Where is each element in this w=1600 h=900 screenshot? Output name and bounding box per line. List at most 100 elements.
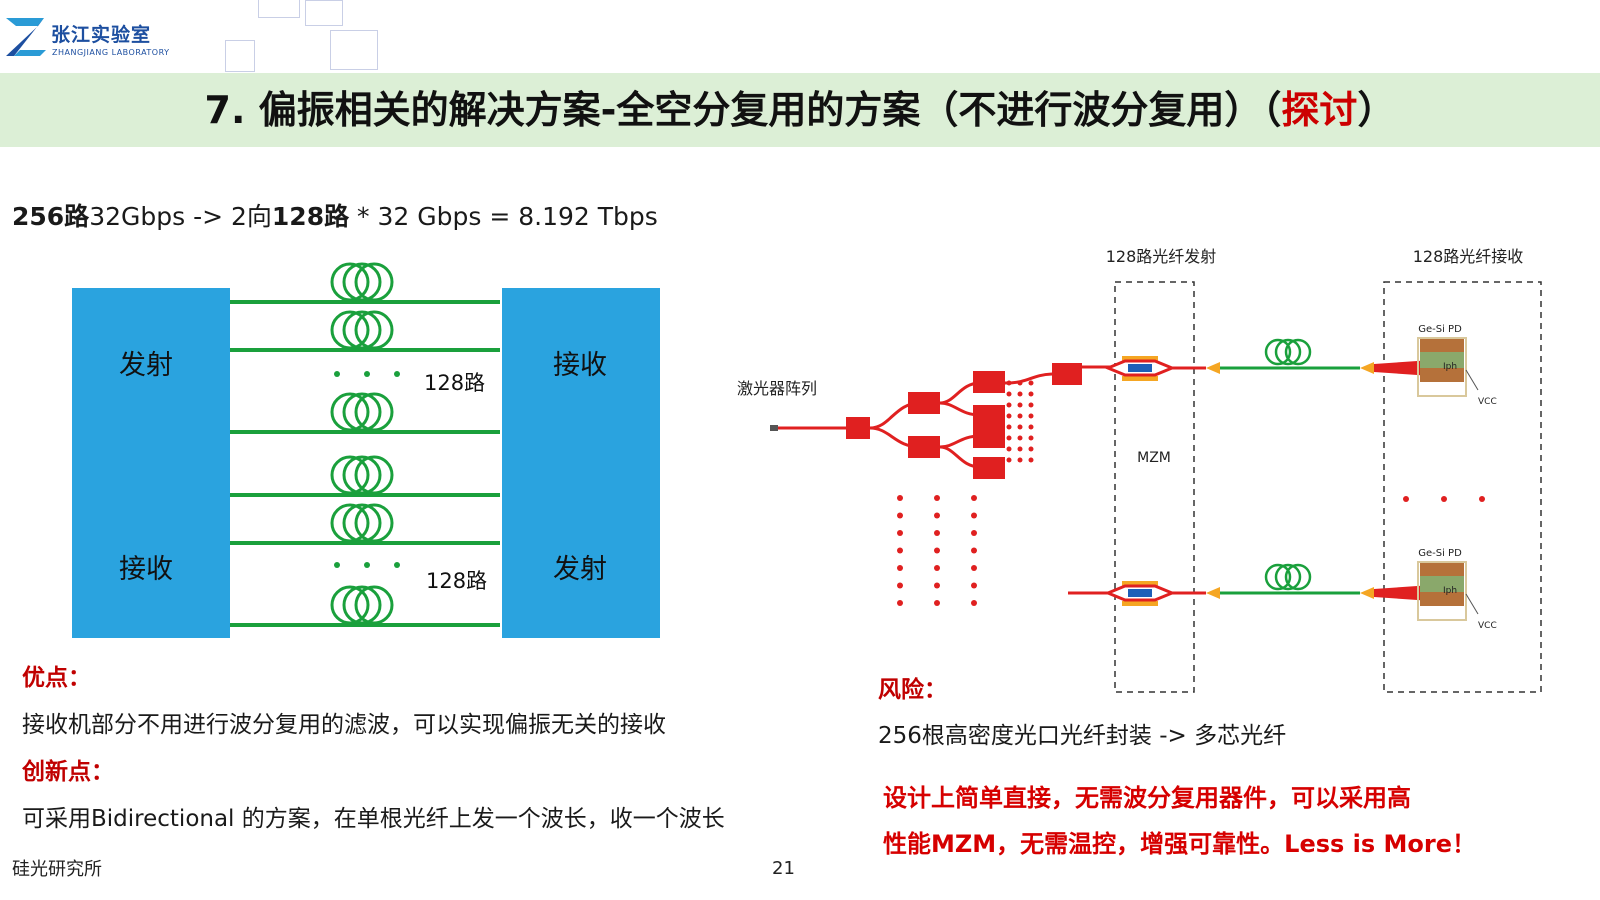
channel-dot — [934, 565, 940, 571]
footer-org: 硅光研究所 — [12, 859, 102, 880]
photodiode-bottom: Ge-Si PD Iph VCC — [1417, 548, 1497, 631]
channel-dot — [897, 600, 903, 606]
signal-dot — [1006, 402, 1012, 408]
channel-dot — [897, 565, 903, 571]
channel-dot — [971, 512, 977, 519]
signal-dot — [1028, 435, 1034, 441]
channel-dot — [897, 530, 903, 536]
channel-dot — [934, 547, 940, 554]
left-diagram: 发射 接收 接收 发射 128路 128路 — [72, 262, 660, 638]
signal-dot — [1028, 380, 1034, 386]
svg-text:Iph: Iph — [1443, 362, 1457, 372]
page-number: 21 — [772, 858, 795, 879]
channel-dot — [971, 530, 977, 536]
decor-square — [330, 30, 378, 70]
signal-dot — [1017, 402, 1023, 408]
page-title: 7. 偏振相关的解决方案-全空分复用的方案（不进行波分复用）（探讨） — [204, 88, 1396, 132]
logo-icon — [6, 18, 46, 56]
channel-dot — [971, 547, 977, 554]
tx-rx-block-right — [502, 288, 660, 638]
rx-fiber-label: 128路光纤接收 — [1413, 247, 1524, 266]
mzm-label: MZM — [1137, 450, 1171, 466]
signal-dot — [1017, 380, 1023, 386]
output-dot-grid — [1006, 380, 1034, 463]
conclusion-line-2: 性能MZM，无需温控，增强可靠性。Less is More！ — [883, 830, 1477, 858]
decor-square — [225, 40, 255, 72]
logo-subtitle: ZHANGJIANG LABORATORY — [52, 48, 170, 57]
pd-label-top: Ge-Si PD — [1418, 324, 1462, 335]
channel-dot — [934, 582, 940, 589]
right-diagram: 128路光纤发射 128路光纤接收 MZM 激光器阵列 — [737, 247, 1542, 693]
signal-dot — [1006, 380, 1012, 386]
splitter-chips — [846, 363, 1082, 479]
innovation-heading: 创新点： — [22, 759, 114, 785]
channel-dot — [971, 565, 977, 571]
tx-rx-block-left — [72, 288, 230, 638]
title-band — [0, 73, 1600, 147]
signal-dot — [1028, 413, 1034, 419]
channel-dot — [971, 495, 977, 501]
channel-dot — [934, 495, 940, 501]
mzm-top — [1082, 338, 1432, 381]
signal-dot — [1006, 424, 1012, 430]
count-top: 128路 — [424, 371, 485, 395]
fiber-coils — [330, 262, 394, 625]
fiber-lines — [228, 300, 500, 627]
signal-dot — [1017, 457, 1023, 463]
channel-dot — [897, 512, 903, 519]
channel-dot — [934, 530, 940, 536]
count-bottom: 128路 — [426, 569, 487, 593]
label-tx-top: 发射 — [119, 350, 173, 381]
ellipsis-dots — [334, 371, 400, 568]
signal-dot — [1006, 413, 1012, 419]
signal-dot — [1028, 424, 1034, 430]
vcc-top: VCC — [1478, 397, 1497, 407]
pd-label-bottom: Ge-Si PD — [1418, 548, 1462, 559]
channel-dot — [971, 582, 977, 589]
channel-dot — [934, 600, 940, 606]
signal-dot — [1028, 402, 1034, 408]
label-tx-bottom: 发射 — [553, 554, 607, 585]
laser-array-label: 激光器阵列 — [737, 379, 817, 398]
channel-dot — [897, 547, 903, 554]
mzm-bottom — [1068, 563, 1432, 606]
pros-heading: 优点： — [22, 665, 91, 691]
tx-dashed-box — [1114, 281, 1195, 693]
signal-dot — [1017, 391, 1023, 397]
vcc-bottom: VCC — [1478, 621, 1497, 631]
channel-dot — [897, 495, 903, 501]
signal-dot — [1017, 435, 1023, 441]
photodiode-top: Ge-Si PD Iph VCC — [1417, 324, 1497, 407]
channel-dot — [934, 512, 940, 519]
rx-dashed-box — [1383, 281, 1542, 693]
capacity-formula: 256路32Gbps -> 2向128路 * 32 Gbps = 8.192 T… — [12, 202, 658, 231]
svg-text:Iph: Iph — [1443, 586, 1457, 596]
logo-text: 张江实验室 — [51, 24, 152, 46]
signal-dot — [1006, 446, 1012, 452]
signal-dot — [1017, 424, 1023, 430]
signal-dot — [1017, 446, 1023, 452]
innovation-text: 可采用Bidirectional 的方案，在单根光纤上发一个波长，收一个波长 — [22, 806, 725, 832]
decor-square — [258, 0, 300, 18]
vertical-dot-columns — [897, 495, 977, 606]
label-rx-bottom: 接收 — [119, 554, 173, 585]
laser-input — [770, 425, 778, 431]
label-rx-top: 接收 — [553, 350, 607, 381]
risk-text: 256根高密度光口光纤封装 -> 多芯光纤 — [878, 723, 1287, 749]
signal-dot — [1017, 413, 1023, 419]
signal-dot — [1006, 457, 1012, 463]
risk-heading: 风险： — [878, 677, 947, 703]
tx-fiber-label: 128路光纤发射 — [1106, 247, 1217, 266]
signal-dot — [1006, 391, 1012, 397]
signal-dot — [1028, 391, 1034, 397]
decor-square — [305, 0, 343, 26]
signal-dot — [1028, 446, 1034, 452]
signal-dot — [1006, 435, 1012, 441]
conclusion-line-1: 设计上简单直接，无需波分复用器件，可以采用高 — [883, 784, 1411, 812]
pros-text: 接收机部分不用进行波分复用的滤波，可以实现偏振无关的接收 — [22, 712, 666, 738]
title-highlight: 探讨 — [1281, 88, 1358, 132]
signal-dot — [1028, 457, 1034, 463]
rx-ellipsis — [1403, 496, 1485, 502]
channel-dot — [971, 600, 977, 606]
channel-dot — [897, 582, 903, 589]
